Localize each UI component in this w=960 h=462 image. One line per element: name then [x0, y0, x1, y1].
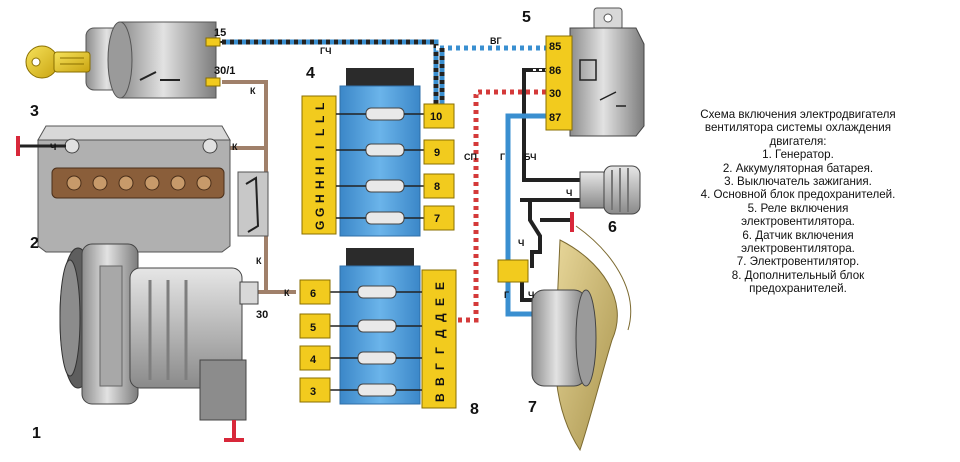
main-block-letter: G — [313, 208, 327, 217]
battery — [16, 125, 231, 253]
extra-block-letter: Г — [433, 347, 447, 354]
wire-k — [222, 80, 268, 148]
main-fuse-label: 10 — [430, 111, 442, 123]
battery-cells — [66, 175, 212, 191]
wire-sp — [454, 89, 548, 323]
terminal-30-generator: 30 — [256, 309, 268, 321]
caption-item: электровентилятора. — [741, 242, 855, 256]
terminal-30-1: 30/1 — [214, 65, 235, 77]
wire-label-ch-sensor: Ч — [566, 188, 572, 198]
callout-battery: 2 — [30, 235, 39, 252]
main-block-letter: I — [313, 158, 327, 161]
extra-fuse-label: 3 — [310, 386, 316, 398]
legend-caption: Схема включения электродвигателя вентиля… — [640, 108, 956, 296]
extra-fuse-label: 5 — [310, 322, 316, 334]
wires — [212, 39, 582, 323]
extra-block-letter: Е — [433, 282, 447, 290]
wire-label-ch-motor: Ч — [528, 290, 534, 300]
main-block-letter: L — [313, 116, 327, 123]
main-fuse-label: 8 — [434, 181, 440, 193]
generator — [59, 243, 259, 442]
main-block-letter: L — [313, 129, 327, 136]
callout-fan-sensor: 6 — [608, 219, 617, 236]
extra-block-letter: Д — [433, 329, 447, 338]
terminal-15: 15 — [214, 27, 226, 39]
callout-fan-relay: 5 — [522, 9, 531, 26]
wire-label-vg: ВГ — [490, 36, 502, 46]
main-block-letter: L — [313, 103, 327, 110]
wire-label-k-top: К — [250, 86, 256, 96]
main-block-letter: H — [313, 166, 327, 175]
callout-fan-motor: 7 — [528, 399, 537, 416]
extra-block-letter: В — [433, 393, 447, 402]
main-block-letter: H — [313, 194, 327, 203]
caption-item: 7. Электровентилятор. — [736, 255, 860, 269]
wire-g-relay — [505, 113, 548, 268]
callout-extra-fuse-block: 8 — [470, 401, 479, 418]
extra-block-letter: Д — [433, 313, 447, 322]
caption-item: предохранителей. — [749, 282, 847, 296]
wire-label-g-motor: Г — [504, 290, 509, 300]
fan-motor — [497, 225, 632, 452]
wire-label-ch-ground: Ч — [518, 238, 524, 248]
wire-g-motor — [505, 282, 532, 317]
caption-title-line: Схема включения электродвигателя — [700, 108, 896, 121]
caption-item: 2. Аккумуляторная батарея. — [722, 161, 874, 175]
caption-title-line: вентилятора системы охлаждения — [704, 121, 892, 135]
main-block-letter: I — [313, 146, 327, 149]
wire-label-k-gen: К — [284, 288, 290, 298]
wire-label-k-side: К — [256, 256, 262, 266]
ignition-switch — [85, 21, 221, 99]
main-block-letter: H — [313, 180, 327, 189]
main-fuse-label: 9 — [434, 147, 440, 159]
caption-item: 4. Основной блок предохранителей. — [700, 188, 896, 202]
relay-pin-30: 30 — [549, 88, 561, 100]
main-fuse-label: 7 — [434, 213, 440, 225]
extra-fuse-label: 6 — [310, 288, 316, 300]
extra-block-letter: Г — [433, 363, 447, 370]
callout-main-fuse-block: 4 — [306, 65, 315, 82]
caption-title-line: двигателя: — [769, 134, 827, 148]
extra-fuse-block — [299, 248, 457, 409]
wire-label-g-relay: Г — [500, 152, 505, 162]
wire-label-k-battery: К — [232, 142, 238, 152]
caption-item: электровентилятора. — [741, 215, 855, 229]
relay-pin-85: 85 — [549, 41, 561, 53]
wire-ch-ground — [528, 200, 542, 268]
caption-item: 1. Генератор. — [762, 148, 834, 162]
wire-label-bch: БЧ — [524, 152, 536, 162]
connector-block — [237, 171, 269, 237]
extra-block-letter: Е — [433, 298, 447, 306]
extra-fuse-label: 4 — [310, 354, 317, 366]
wire-label-ch-battery: Ч — [50, 142, 56, 152]
relay-pin-87: 87 — [549, 112, 561, 124]
callout-generator: 1 — [32, 425, 41, 442]
caption-item: 6. Датчик включения — [742, 228, 854, 242]
extra-block-letter: В — [433, 377, 447, 386]
caption-item: 5. Реле включения — [747, 201, 849, 215]
callout-ignition-switch: 3 — [30, 103, 39, 120]
key-icon — [25, 45, 91, 79]
fan-relay — [545, 7, 645, 137]
caption-item: 8. Дополнительный блок — [731, 268, 865, 282]
ground-icon-generator — [224, 420, 244, 442]
main-block-letter: G — [313, 221, 327, 230]
wire-label-sp: СП — [464, 152, 477, 162]
wire-gch — [222, 39, 439, 104]
fan-sensor — [570, 165, 641, 232]
caption-item: 3. Выключатель зажигания. — [724, 175, 872, 189]
wire-label-gch: ГЧ — [320, 46, 331, 56]
main-fuse-block — [301, 68, 455, 237]
relay-pin-86: 86 — [549, 65, 561, 77]
